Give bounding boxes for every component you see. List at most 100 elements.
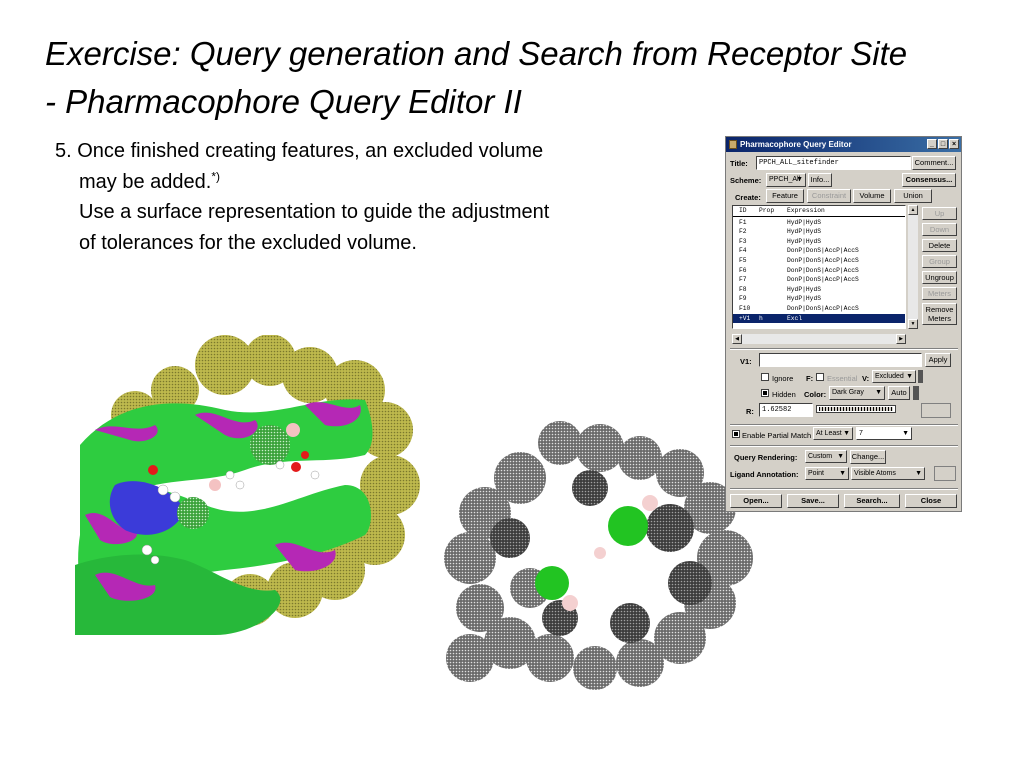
create-label: Create:	[735, 193, 761, 202]
list-item[interactable]: F1 HydP|HydS	[733, 218, 905, 228]
close-icon[interactable]: ×	[949, 139, 959, 149]
list-item-id: F3	[739, 237, 747, 245]
ungroup-button[interactable]: Ungroup	[922, 271, 957, 284]
match-count-dropdown[interactable]: 7▼	[856, 427, 912, 440]
title-field[interactable]: PPCH_ALL_sitefinder	[756, 156, 911, 170]
query-rendering-dropdown[interactable]: Custom ▼	[805, 450, 847, 463]
list-item[interactable]: F3 HydP|HydS	[733, 237, 905, 247]
list-item-id: F8	[739, 285, 747, 293]
ligand-annotation-value: Point	[808, 470, 824, 477]
header-expression: Expression	[787, 207, 825, 214]
essential-label: Essential	[827, 374, 858, 383]
window-title: Pharmacophore Query Editor	[740, 140, 852, 149]
change-button[interactable]: Change...	[850, 450, 886, 464]
list-item-expr: HydP|HydS	[787, 218, 822, 226]
list-item[interactable]: F2 HydP|HydS	[733, 227, 905, 237]
down-button[interactable]: Down	[922, 223, 957, 236]
step-line-2: may be added.*)	[55, 167, 655, 198]
annotation-color-box	[934, 466, 956, 481]
separator-1	[730, 348, 958, 350]
hidden-checkbox[interactable]	[761, 389, 769, 397]
group-button[interactable]: Group	[922, 255, 957, 268]
maximize-icon[interactable]: □	[938, 139, 948, 149]
search-button[interactable]: Search...	[844, 494, 900, 508]
essential-checkbox[interactable]	[816, 373, 824, 381]
ligand-annotation-atoms-dropdown[interactable]: Visible Atoms▼	[851, 467, 925, 480]
radius-field[interactable]: 1.62582	[759, 403, 813, 417]
chevron-down-icon: ▼	[915, 470, 922, 477]
chevron-down-icon: ▼	[839, 470, 846, 477]
open-button[interactable]: Open...	[730, 494, 782, 508]
scroll-up-icon[interactable]: ▲	[908, 205, 918, 215]
r-label: R:	[746, 407, 754, 416]
scroll-right-icon[interactable]: ▶	[896, 334, 906, 344]
chevron-down-icon: ▼	[906, 373, 913, 380]
at-least-dropdown[interactable]: At Least▼	[813, 427, 853, 440]
create-constraint-button[interactable]: Constraint	[807, 189, 851, 203]
consensus-button[interactable]: Consensus...	[902, 173, 956, 187]
step-line-3: Use a surface representation to guide th…	[79, 201, 550, 223]
list-item-id: F1	[739, 218, 747, 226]
list-vertical-scrollbar[interactable]: ▲ ▼	[908, 205, 918, 329]
radius-extra-box	[921, 403, 951, 418]
ignore-checkbox[interactable]	[761, 373, 769, 381]
up-button[interactable]: Up	[922, 207, 957, 220]
volume-type-dropdown[interactable]: Excluded▼	[872, 370, 916, 383]
remove-meters-button[interactable]: Remove Meters	[922, 303, 957, 325]
minimize-icon[interactable]: _	[927, 139, 937, 149]
window-titlebar[interactable]: Pharmacophore Query Editor _ □ ×	[726, 137, 961, 152]
radius-slider[interactable]	[816, 405, 896, 413]
surface-rendering-image	[75, 335, 420, 635]
create-union-button[interactable]: Union	[894, 189, 932, 203]
scheme-value: PPCH_All	[769, 176, 801, 183]
slider-track	[819, 407, 893, 411]
scroll-left-icon[interactable]: ◀	[732, 334, 742, 344]
auto-button[interactable]: Auto	[888, 386, 910, 400]
chevron-down-icon: ▼	[837, 453, 844, 460]
create-feature-button[interactable]: Feature	[766, 189, 804, 203]
header-id: ID	[739, 207, 747, 214]
query-rendering-value: Custom	[808, 453, 833, 460]
create-volume-button[interactable]: Volume	[853, 189, 891, 203]
match-count-value: 7	[859, 430, 863, 437]
step-line-2-text: may be added.	[79, 170, 212, 193]
meters-button[interactable]: Meters	[922, 287, 957, 300]
list-item-expr: HydP|HydS	[787, 237, 822, 245]
list-item-id: +V1	[739, 314, 751, 322]
list-item-expr: HydP|HydS	[787, 228, 822, 236]
separator-4	[730, 488, 958, 490]
color-dropdown[interactable]: Dark Gray▼	[829, 386, 885, 400]
partial-match-checkbox[interactable]	[732, 430, 740, 438]
delete-button[interactable]: Delete	[922, 239, 957, 252]
apply-button[interactable]: Apply	[925, 353, 951, 367]
v1-field[interactable]	[759, 353, 922, 367]
comment-button[interactable]: Comment...	[912, 156, 956, 170]
ligand-annotation-dropdown[interactable]: Point ▼	[805, 467, 849, 480]
list-horizontal-scrollbar[interactable]: ◀ ▶	[732, 334, 906, 344]
title-line-2: - Pharmacophore Query Editor II	[45, 83, 522, 120]
list-item-expr: Excl	[787, 314, 803, 322]
close-button[interactable]: Close	[905, 494, 957, 508]
v-label: V:	[862, 374, 870, 383]
v1-label: V1:	[740, 357, 752, 366]
scroll-down-icon[interactable]: ▼	[908, 319, 918, 329]
slide-title: Exercise: Query generation and Search fr…	[45, 30, 1005, 126]
step-line-1: 5. Once finished creating features, an e…	[55, 140, 544, 162]
color-swatch	[918, 370, 923, 383]
save-button[interactable]: Save...	[787, 494, 839, 508]
list-item-id: F9	[739, 295, 747, 303]
info-button[interactable]: Info...	[808, 173, 832, 187]
list-item-expr: DonP|DonS|AccP|AccS	[787, 256, 859, 264]
list-item-id: F2	[739, 228, 747, 236]
scheme-dropdown[interactable]: PPCH_All▼	[766, 173, 806, 187]
list-header: ID Prop Expression	[733, 206, 905, 217]
